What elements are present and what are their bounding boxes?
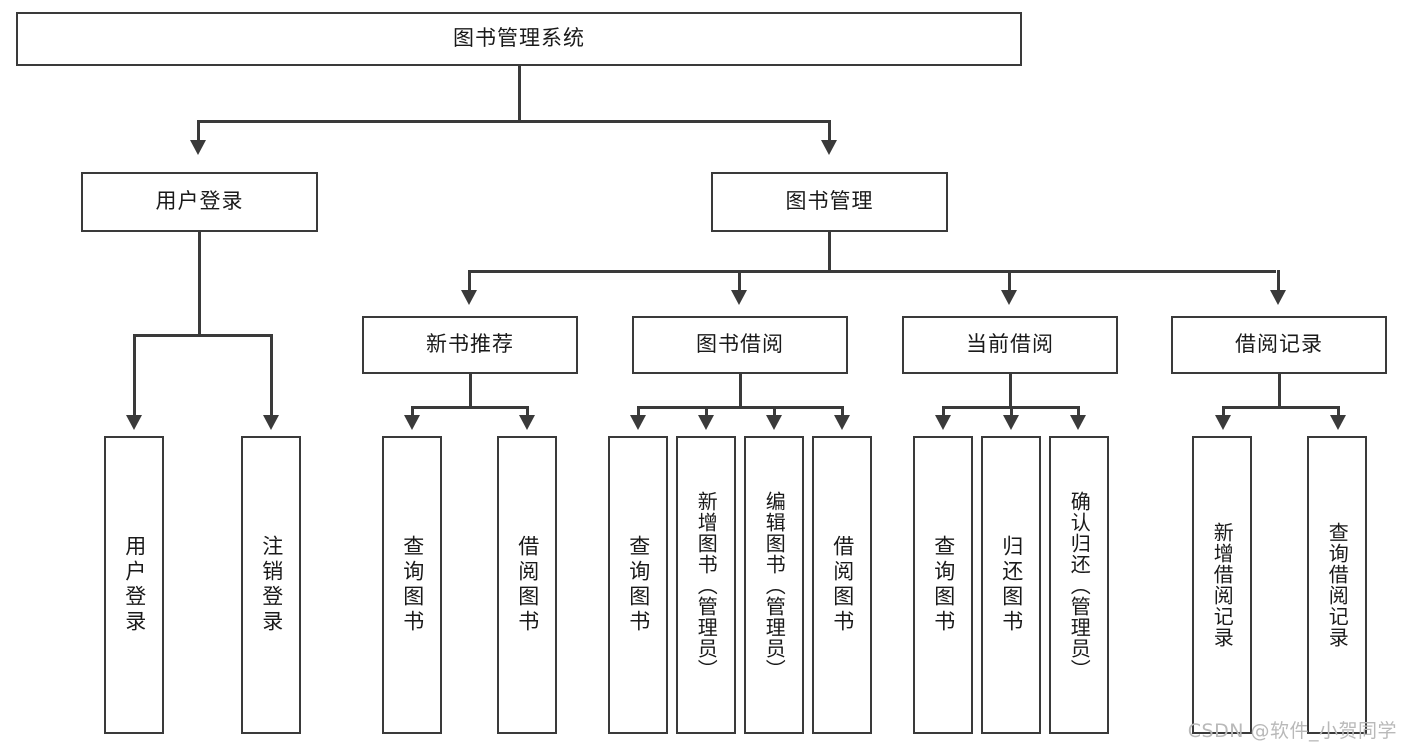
node-new-book-recommend[interactable]: 新书推荐	[362, 316, 578, 374]
connector-level3-bus	[468, 270, 1276, 273]
arrow-to-current-borrow	[1001, 290, 1017, 305]
connector-level2-bus	[197, 120, 831, 123]
connector-recommend-stem	[469, 374, 472, 408]
leaf-record-add[interactable]: 新增借阅记录	[1192, 436, 1252, 734]
node-book-manage[interactable]: 图书管理	[711, 172, 948, 232]
connector-level2-drop-left	[197, 120, 200, 142]
leaf-current-query-book[interactable]: 查询图书	[913, 436, 973, 734]
arrow-to-leaf-user-login	[126, 415, 142, 430]
leaf-record-query[interactable]: 查询借阅记录	[1307, 436, 1367, 734]
arrow-to-leaf-logout	[263, 415, 279, 430]
connector-level3-drop-4	[1277, 270, 1280, 292]
connector-current-stem	[1009, 374, 1012, 408]
leaf-logout[interactable]: 注销登录	[241, 436, 301, 734]
leaf-recommend-borrow-book[interactable]: 借阅图书	[497, 436, 557, 734]
arrow-to-recommend-borrow-book	[519, 415, 535, 430]
arrow-to-recommend-query-book	[404, 415, 420, 430]
connector-user-login-stem	[198, 232, 201, 336]
connector-borrow-stem	[739, 374, 742, 408]
arrow-to-record-add	[1215, 415, 1231, 430]
arrow-to-current-confirm-return	[1070, 415, 1086, 430]
connector-user-login-drop-1	[133, 334, 136, 417]
connector-recommend-drop-1	[411, 406, 414, 418]
connector-book-manage-stem	[828, 232, 831, 272]
arrow-to-book-manage	[821, 140, 837, 155]
connector-level3-drop-1	[468, 270, 471, 292]
arrow-to-borrow-query-book	[630, 415, 646, 430]
arrow-to-new-book-recommend	[461, 290, 477, 305]
arrow-to-book-borrow	[731, 290, 747, 305]
arrow-to-current-return-book	[1003, 415, 1019, 430]
connector-level3-drop-3	[1008, 270, 1011, 292]
arrow-to-borrow-add-book	[698, 415, 714, 430]
connector-recommend-drop-2	[526, 406, 529, 418]
arrow-to-user-login	[190, 140, 206, 155]
arrow-to-record-query	[1330, 415, 1346, 430]
arrow-to-borrow-record	[1270, 290, 1286, 305]
connector-level2-drop-right	[828, 120, 831, 142]
connector-borrow-drop-4	[841, 406, 844, 418]
node-current-borrow[interactable]: 当前借阅	[902, 316, 1118, 374]
connector-borrow-drop-2	[705, 406, 708, 418]
leaf-current-confirm-return[interactable]: 确认归还（管理员）	[1049, 436, 1109, 734]
arrow-to-borrow-edit-book	[766, 415, 782, 430]
leaf-borrow-edit-book[interactable]: 编辑图书（管理员）	[744, 436, 804, 734]
connector-recommend-bus	[411, 406, 528, 409]
leaf-borrow-add-book[interactable]: 新增图书（管理员）	[676, 436, 736, 734]
node-root-system[interactable]: 图书管理系统	[16, 12, 1022, 66]
leaf-user-login[interactable]: 用户登录	[104, 436, 164, 734]
arrow-to-borrow-borrow-book	[834, 415, 850, 430]
connector-root-stem	[518, 66, 521, 121]
connector-borrow-bus	[637, 406, 843, 409]
node-borrow-record[interactable]: 借阅记录	[1171, 316, 1387, 374]
leaf-borrow-borrow-book[interactable]: 借阅图书	[812, 436, 872, 734]
connector-user-login-drop-2	[270, 334, 273, 417]
connector-record-stem	[1278, 374, 1281, 408]
connector-record-drop-1	[1222, 406, 1225, 418]
leaf-current-return-book[interactable]: 归还图书	[981, 436, 1041, 734]
connector-current-drop-2	[1010, 406, 1013, 418]
connector-current-drop-3	[1077, 406, 1080, 418]
connector-level3-drop-2	[738, 270, 741, 292]
node-user-login[interactable]: 用户登录	[81, 172, 318, 232]
leaf-recommend-query-book[interactable]: 查询图书	[382, 436, 442, 734]
connector-record-drop-2	[1337, 406, 1340, 418]
connector-record-bus	[1222, 406, 1339, 409]
node-book-borrow[interactable]: 图书借阅	[632, 316, 848, 374]
connector-borrow-drop-3	[773, 406, 776, 418]
connector-user-login-bus	[133, 334, 272, 337]
connector-borrow-drop-1	[637, 406, 640, 418]
leaf-borrow-query-book[interactable]: 查询图书	[608, 436, 668, 734]
arrow-to-current-query-book	[935, 415, 951, 430]
connector-current-drop-1	[942, 406, 945, 418]
